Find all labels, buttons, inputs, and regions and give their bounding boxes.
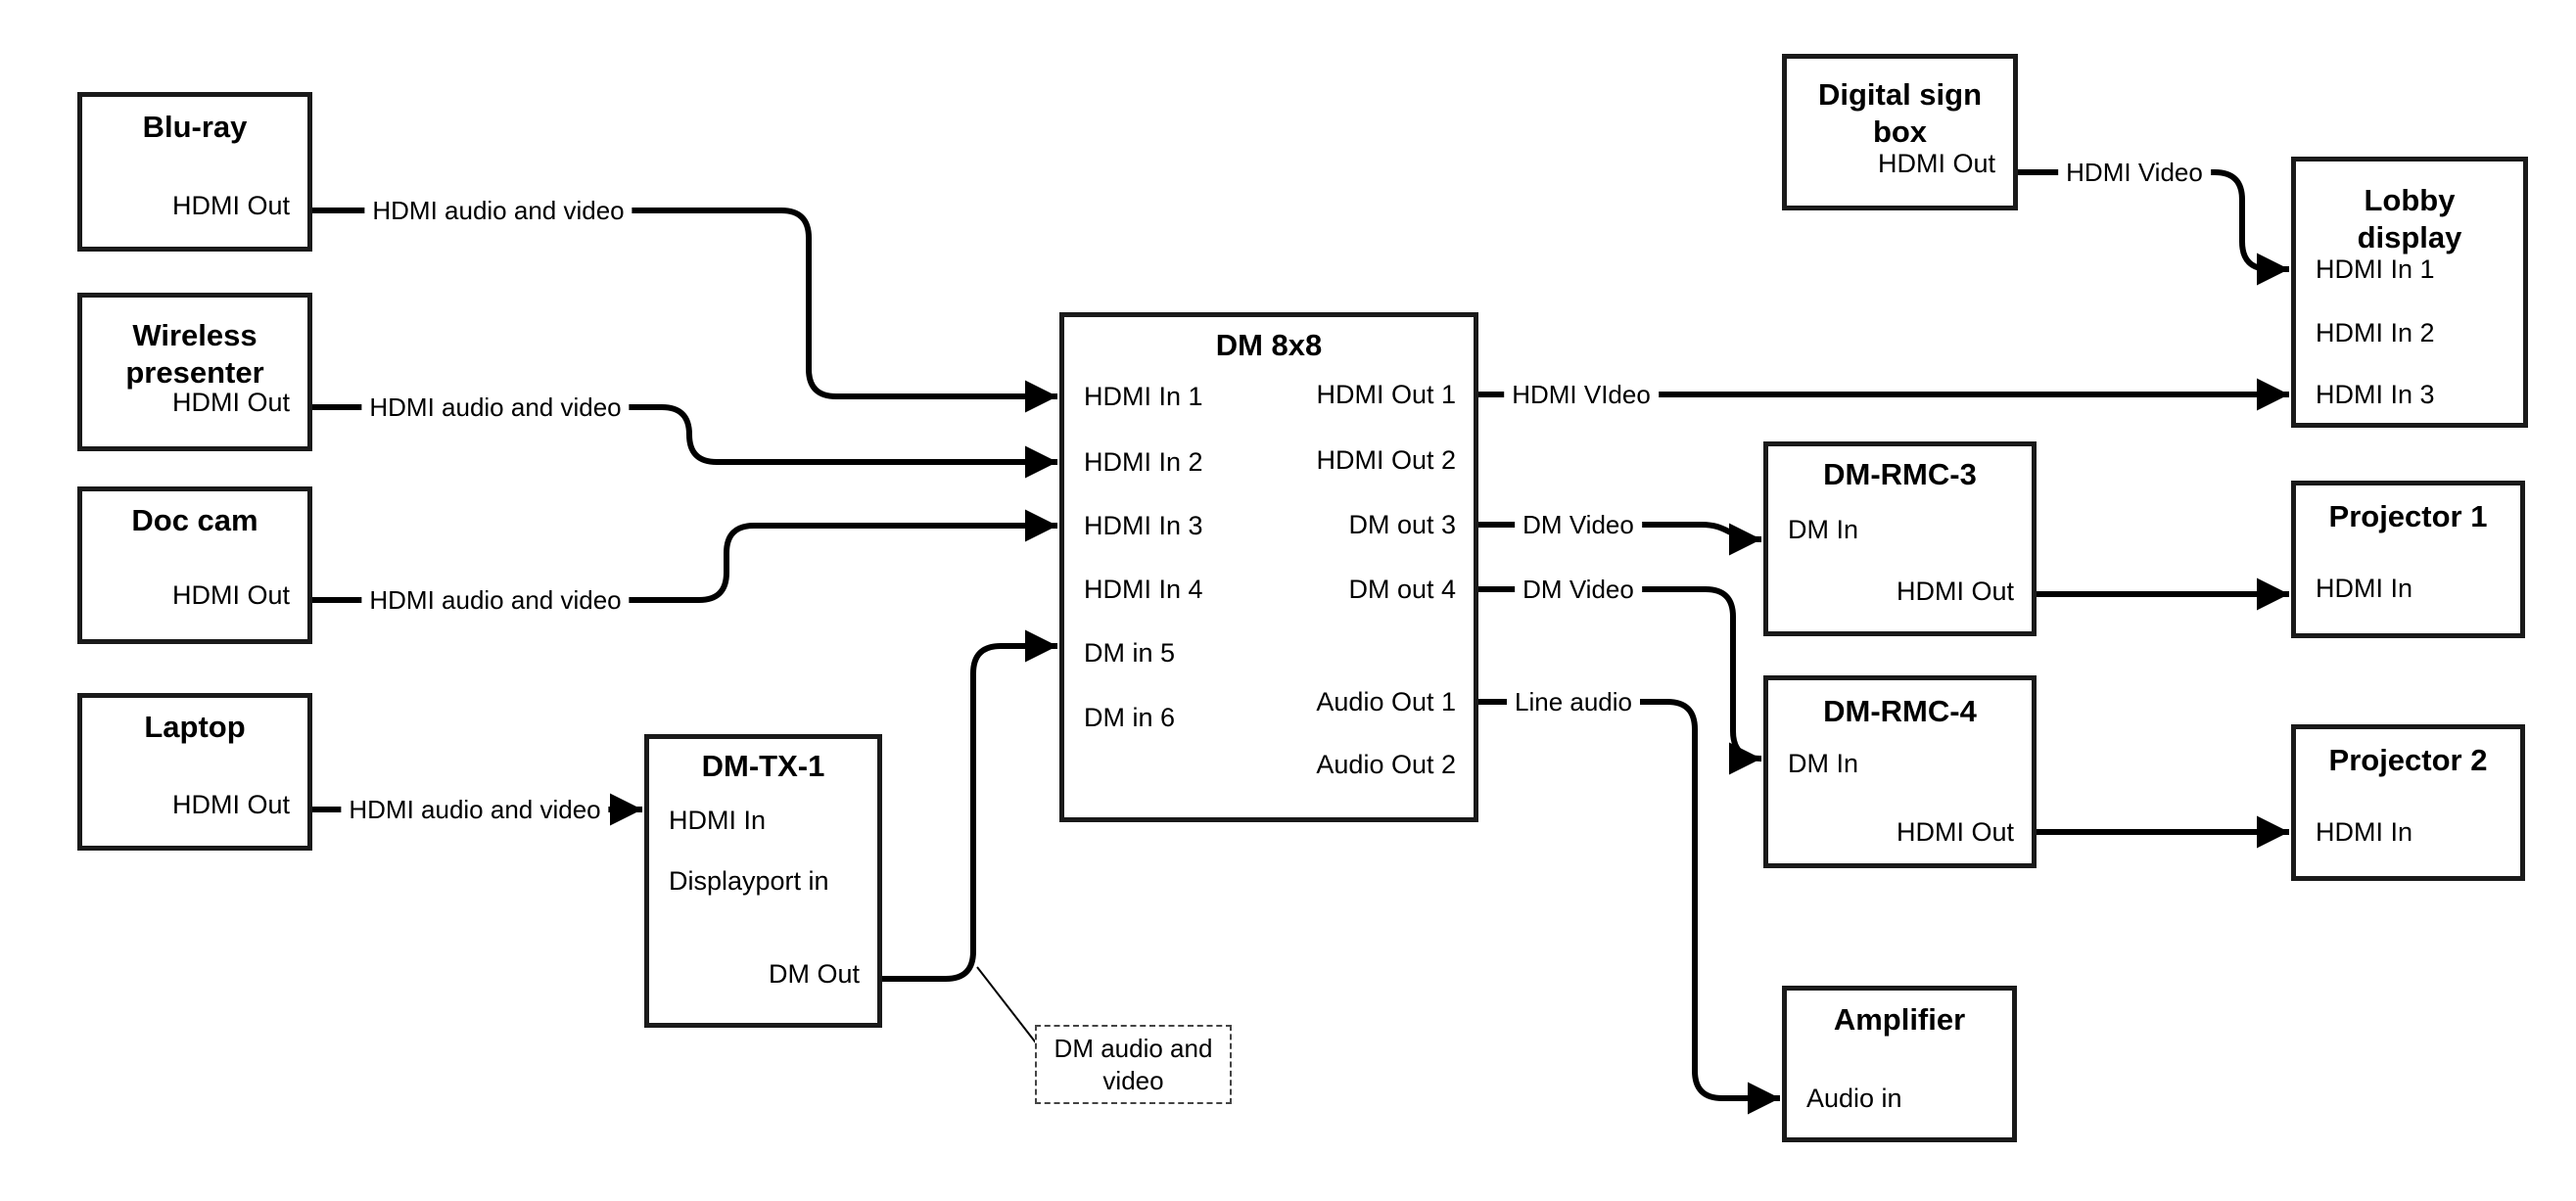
port-dm-out-3: DM out 3: [1348, 510, 1456, 539]
port-displayport-in: Displayport in: [669, 866, 829, 896]
edge-wireless-to-dm8x8-in2: [312, 404, 1057, 479]
edge-label-bluray: HDMI audio and video: [364, 195, 632, 226]
node-laptop: Laptop HDMI Out: [77, 693, 312, 851]
port-hdmi-out: HDMI Out: [1896, 577, 2014, 606]
node-title-line1: Digital sign: [1817, 77, 1983, 112]
edge-dm8x8-audio1-to-amp: [1478, 699, 1780, 1115]
port-dm-out: DM Out: [768, 959, 860, 989]
node-title: Blu-ray: [142, 110, 248, 144]
node-title: Laptop: [144, 710, 246, 744]
port-hdmi-out: HDMI Out: [171, 790, 290, 819]
edge-bluray-to-dm8x8-in1: [312, 208, 1057, 413]
port-hdmi-in-1: HDMI In 1: [2316, 254, 2435, 284]
edge-label-dm-video-3: DM Video: [1515, 509, 1642, 540]
port-audio-in: Audio in: [1806, 1084, 1902, 1113]
port-hdmi-out: HDMI Out: [171, 580, 290, 610]
node-title: Wireless presenter: [82, 317, 307, 392]
node-title: DM-RMC-3: [1823, 457, 1977, 491]
edge-dm8x8-dmout4-to-rmc4: [1478, 586, 1761, 775]
node-title: Projector 2: [2328, 743, 2488, 777]
node-dm-8x8: DM 8x8 HDMI In 1 HDMI In 2 HDMI In 3 HDM…: [1059, 312, 1478, 822]
callout-dm-audio-video: DM audio and video: [1035, 1025, 1232, 1104]
port-hdmi-in-3: HDMI In 3: [2316, 380, 2435, 409]
port-hdmi-in-3: HDMI In 3: [1084, 511, 1203, 540]
node-title: Projector 1: [2328, 499, 2488, 533]
edge-label-dm-video-4: DM Video: [1515, 574, 1642, 605]
edge-label-hdmi-video-out1: HDMI VIdeo: [1504, 379, 1659, 410]
port-hdmi-in: HDMI In: [2316, 574, 2413, 603]
node-dm-tx-1: DM-TX-1 HDMI In Displayport in DM Out: [644, 734, 882, 1028]
node-doc-cam: Doc cam HDMI Out: [77, 486, 312, 644]
node-projector-2: Projector 2 HDMI In: [2291, 724, 2525, 881]
port-hdmi-in: HDMI In: [669, 806, 767, 835]
port-hdmi-in-1: HDMI In 1: [1084, 382, 1203, 411]
callout-line1: DM audio and: [1054, 1034, 1213, 1063]
node-title: Lobby display: [2296, 182, 2523, 256]
edge-dmtx1-to-dm8x8-in5: [882, 629, 1057, 982]
port-hdmi-out: HDMI Out: [1896, 817, 2014, 847]
edge-label-hdmi-video-sign: HDMI Video: [2058, 157, 2211, 188]
node-wireless-presenter: Wireless presenter HDMI Out: [77, 293, 312, 451]
edge-label-laptop: HDMI audio and video: [341, 794, 609, 825]
callout-line2: video: [1102, 1066, 1164, 1095]
port-dm-in: DM In: [1788, 515, 1859, 544]
port-hdmi-out: HDMI Out: [171, 388, 290, 417]
port-dm-out-4: DM out 4: [1348, 575, 1456, 604]
node-title-line1: Lobby: [2364, 183, 2456, 217]
node-digital-sign-box: Digital sign box HDMI Out: [1782, 54, 2018, 210]
node-title-line1: Wireless: [132, 318, 258, 352]
port-hdmi-out-2: HDMI Out 2: [1316, 445, 1456, 475]
callout-pointer-line: [976, 966, 1039, 1046]
port-audio-out-2: Audio Out 2: [1316, 750, 1456, 779]
edge-label-wireless: HDMI audio and video: [361, 392, 630, 423]
edge-doccam-to-dm8x8-in3: [312, 509, 1057, 603]
node-title: Amplifier: [1833, 1002, 1966, 1037]
port-hdmi-out: HDMI Out: [171, 191, 290, 220]
node-title: Doc cam: [131, 503, 258, 537]
edge-digisign-to-lobby-in1: [2018, 169, 2289, 286]
node-title: DM-RMC-4: [1823, 694, 1977, 728]
node-title-line2: display: [2357, 220, 2462, 254]
node-amplifier: Amplifier Audio in: [1782, 986, 2017, 1142]
port-hdmi-in-4: HDMI In 4: [1084, 575, 1203, 604]
port-hdmi-in-2: HDMI In 2: [1084, 447, 1203, 477]
node-title: DM-TX-1: [701, 749, 825, 783]
node-dm-rmc-4: DM-RMC-4 DM In HDMI Out: [1763, 675, 2037, 868]
node-projector-1: Projector 1 HDMI In: [2291, 481, 2525, 638]
node-lobby-display: Lobby display HDMI In 1 HDMI In 2 HDMI I…: [2291, 157, 2528, 428]
edge-dm8x8-dmout3-to-rmc3: [1478, 522, 1762, 556]
node-dm-rmc-3: DM-RMC-3 DM In HDMI Out: [1763, 441, 2037, 636]
node-blu-ray: Blu-ray HDMI Out: [77, 92, 312, 252]
port-dm-in-5: DM in 5: [1084, 638, 1176, 668]
node-title-line2: presenter: [125, 355, 264, 390]
port-hdmi-in-2: HDMI In 2: [2316, 318, 2435, 347]
port-audio-out-1: Audio Out 1: [1316, 687, 1456, 716]
node-title: DM 8x8: [1215, 328, 1323, 362]
port-hdmi-out-1: HDMI Out 1: [1316, 380, 1456, 409]
port-dm-in: DM In: [1788, 749, 1859, 778]
edge-label-doccam: HDMI audio and video: [361, 584, 630, 616]
node-title-line2: box: [1872, 115, 1928, 149]
port-dm-in-6: DM in 6: [1084, 703, 1176, 732]
node-title: Digital sign box: [1787, 76, 2013, 151]
edge-label-line-audio: Line audio: [1507, 686, 1640, 717]
port-hdmi-in: HDMI In: [2316, 817, 2413, 847]
port-hdmi-out: HDMI Out: [1877, 149, 1995, 178]
